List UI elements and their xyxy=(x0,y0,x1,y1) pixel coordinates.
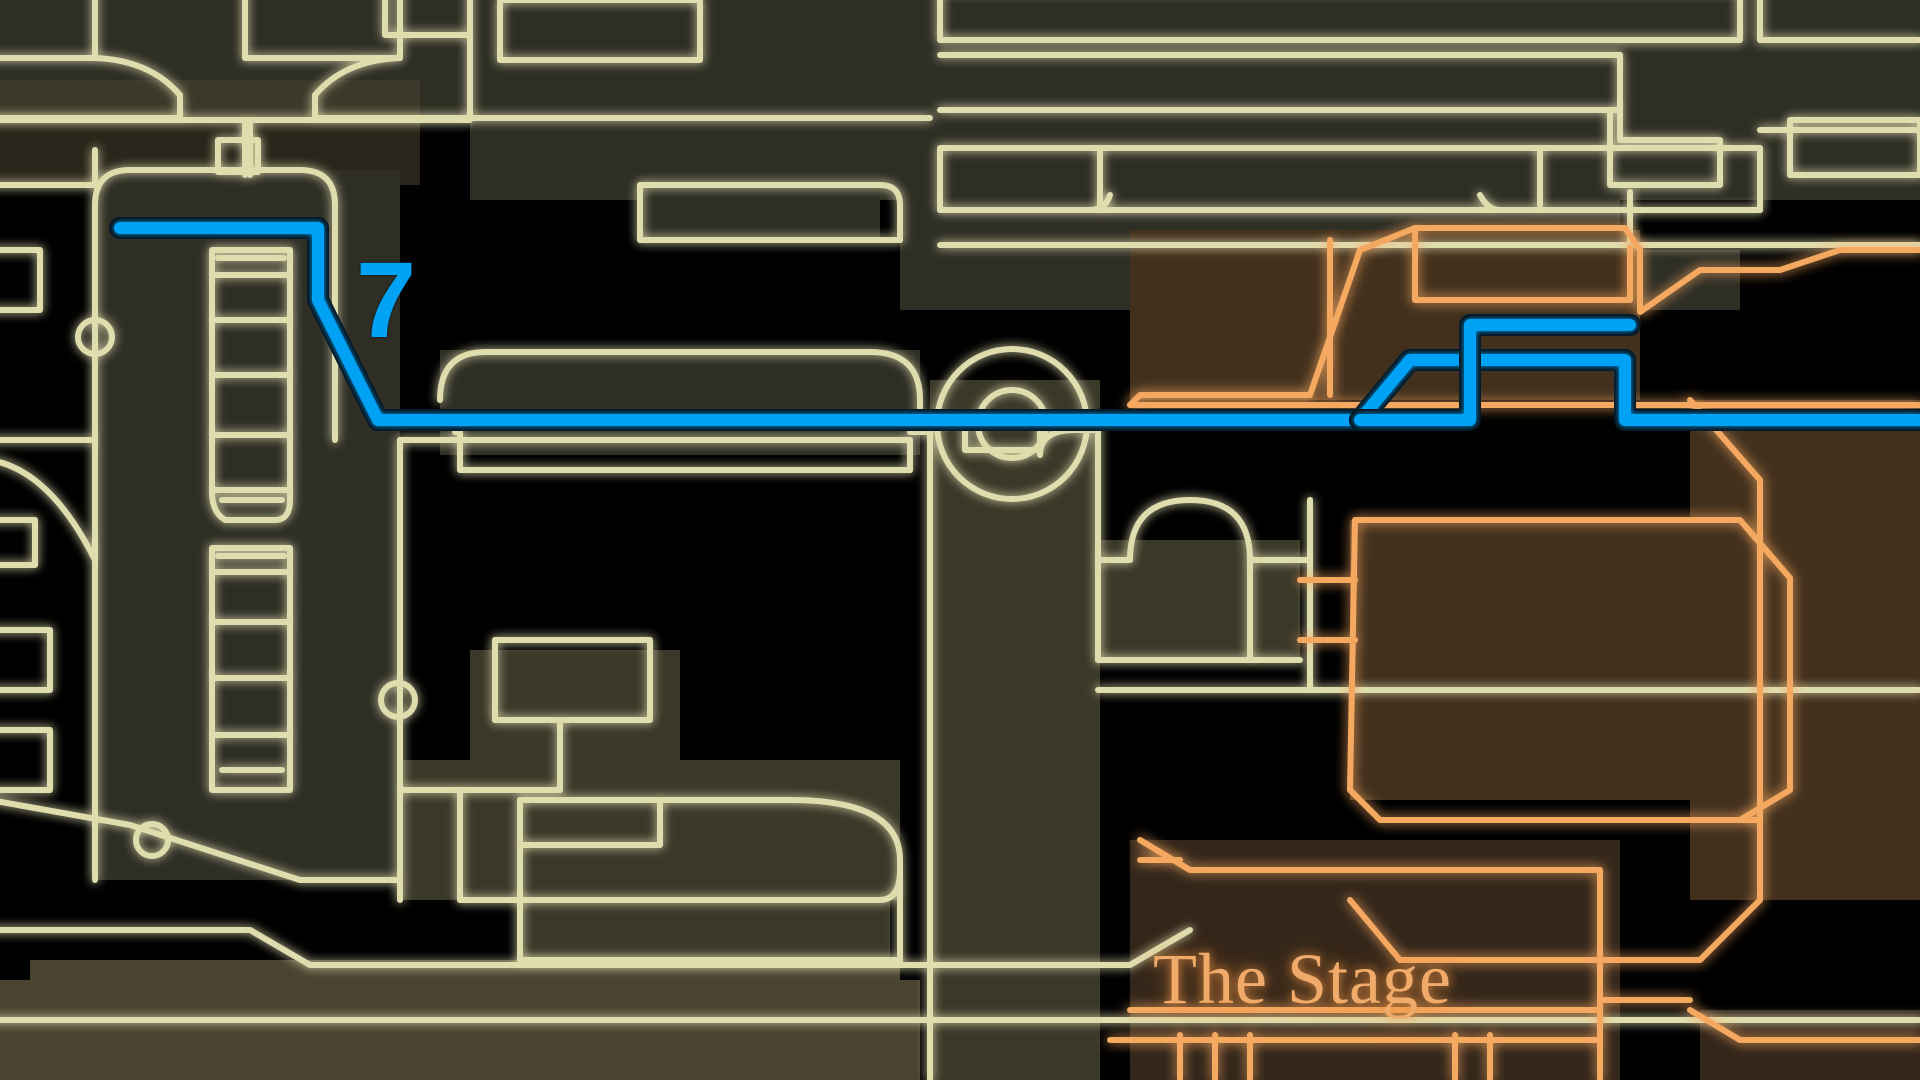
stage-highlight-layer[interactable] xyxy=(1107,225,1920,1080)
walking-route-path[interactable] xyxy=(109,217,1920,431)
